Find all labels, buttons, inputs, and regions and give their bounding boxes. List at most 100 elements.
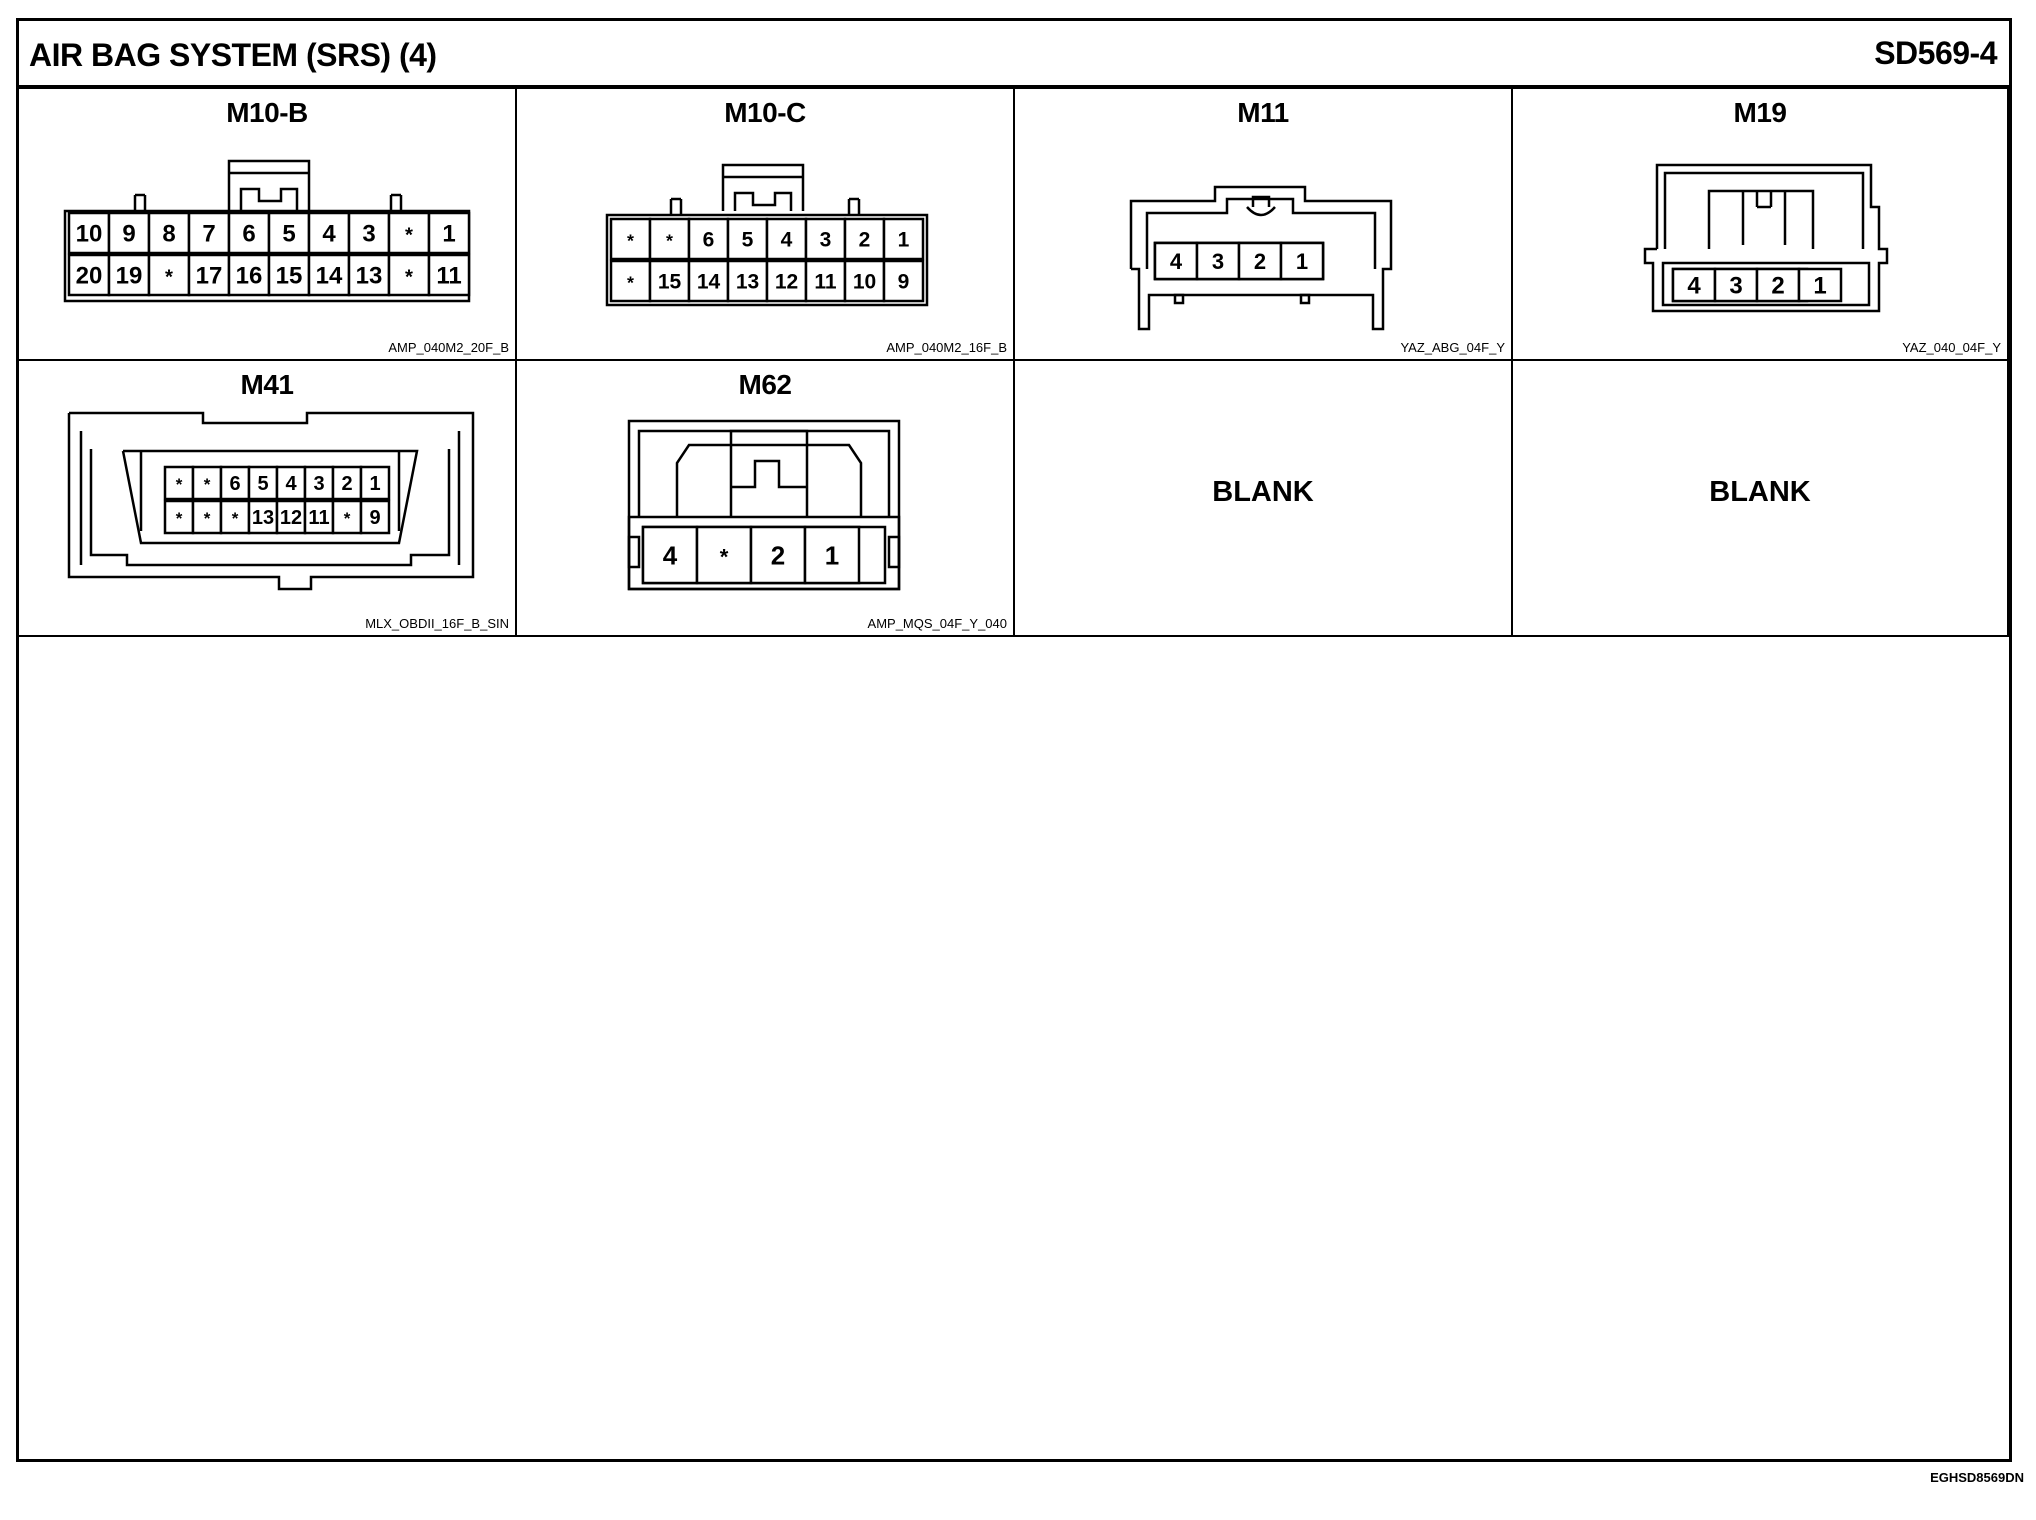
pin-cell [641,525,699,585]
pin-number: 9 [369,507,380,529]
pin-cell [427,253,471,297]
pin-number: 2 [1771,273,1784,300]
pin-number: 4 [663,540,678,570]
pin-number: 9 [898,271,910,294]
connector-part-code: AMP_MQS_04F_Y_040 [867,616,1007,631]
pin-number: 11 [814,271,837,294]
pin-number: 13 [356,263,383,290]
connector-name: M11 [1237,97,1289,128]
pin-cell [609,217,652,261]
pin-number: 1 [825,540,839,570]
connector-housing [1643,163,1889,313]
pin-number: 2 [1254,249,1266,274]
connector-name: M10-B [226,97,308,128]
pin-number: 11 [436,263,461,290]
pin-number: 5 [742,229,754,252]
blank-label: BLANK [1212,476,1314,508]
pin-unused-marker: * [405,267,413,289]
page-title: AIR BAG SYSTEM (SRS) (4) [29,37,437,73]
pin-number: 4 [285,473,297,495]
pin-cell [1279,241,1325,281]
connector-m19-face: 4 3 2 1 [1643,163,1889,313]
pin-number: 10 [853,271,876,294]
pin-number: 5 [257,473,268,495]
pin-number: 1 [442,221,455,248]
pin-cell [609,259,652,303]
pin-cell [427,211,471,255]
pin-number: 4 [322,221,336,248]
pin-number: 12 [280,507,302,529]
pin-cell [1797,267,1843,303]
pin-number: 11 [308,507,329,529]
connector-name: M62 [738,369,792,400]
pin-number: 2 [859,229,871,252]
pin-cell [219,465,251,501]
pin-number: 20 [76,263,103,290]
pin-cell [107,253,151,297]
pin-number: 8 [162,221,175,248]
pin-cell [187,253,231,297]
pin-number: 13 [736,271,759,294]
pin-cell [267,253,311,297]
connector-name: M10-C [724,97,806,128]
connector-m11-face: 4 3 2 1 [1129,185,1393,331]
pin-number: 15 [658,271,682,294]
page-header: AIR BAG SYSTEM (SRS) (4) SD569-4 [19,21,2009,89]
pin-number: 4 [1687,273,1701,300]
pin-cell [1671,267,1717,303]
pin-number: 1 [369,473,380,495]
pin-number: 6 [703,229,715,252]
pin-unused-marker: * [165,267,173,289]
pin-number: 2 [341,473,352,495]
pin-cell [749,525,807,585]
pin-cell [147,211,191,255]
pin-cell [307,211,351,255]
pin-unused-marker: * [666,231,673,251]
pin-number: 3 [820,229,832,252]
pin-number: 3 [313,473,324,495]
pin-number: 1 [1296,249,1308,274]
pin-cell [804,259,847,303]
document-code: EGHSD8569DN [1930,1470,2024,1485]
pin-cell [695,525,753,585]
connector-part-code: YAZ_ABG_04F_Y [1400,340,1505,355]
pin-number: 19 [116,263,143,290]
connector-cell-blank-1: BLANK [1015,361,1513,637]
pin-cell [275,499,307,535]
pin-number: 10 [76,221,103,248]
pin-number: 1 [898,229,910,252]
pin-cell [387,211,431,255]
pin-number: 3 [1212,249,1224,274]
pin-cell [163,465,195,501]
pin-number: 14 [316,263,343,290]
connector-latch [721,163,805,211]
pin-number: 12 [775,271,798,294]
pin-cell [303,465,335,501]
pin-unused-marker: * [176,509,183,528]
pin-cell [882,217,925,261]
pin-unused-marker: * [720,544,729,569]
pin-number: 14 [697,271,721,294]
pin-cell [359,465,391,501]
connector-part-code: YAZ_040_04F_Y [1902,340,2001,355]
pin-number: 3 [1729,273,1742,300]
pin-cell [307,253,351,297]
pin-cell [331,465,363,501]
pin-cell [107,211,151,255]
pin-cell [191,465,223,501]
pin-cell [687,259,730,303]
pin-number: 3 [362,221,375,248]
pin-number: 16 [236,263,263,290]
connector-housing [67,411,475,591]
connector-cell-m11: M11 4 3 2 1 YAZ_ABG_04F_Y [1015,89,1513,361]
pin-number: 6 [242,221,255,248]
pin-unused-marker: * [204,475,211,494]
pin-cell [648,217,691,261]
pin-number: 1 [1813,273,1826,300]
pin-cell [765,259,808,303]
pin-number: 4 [1170,249,1183,274]
pin-number: 5 [282,221,295,248]
